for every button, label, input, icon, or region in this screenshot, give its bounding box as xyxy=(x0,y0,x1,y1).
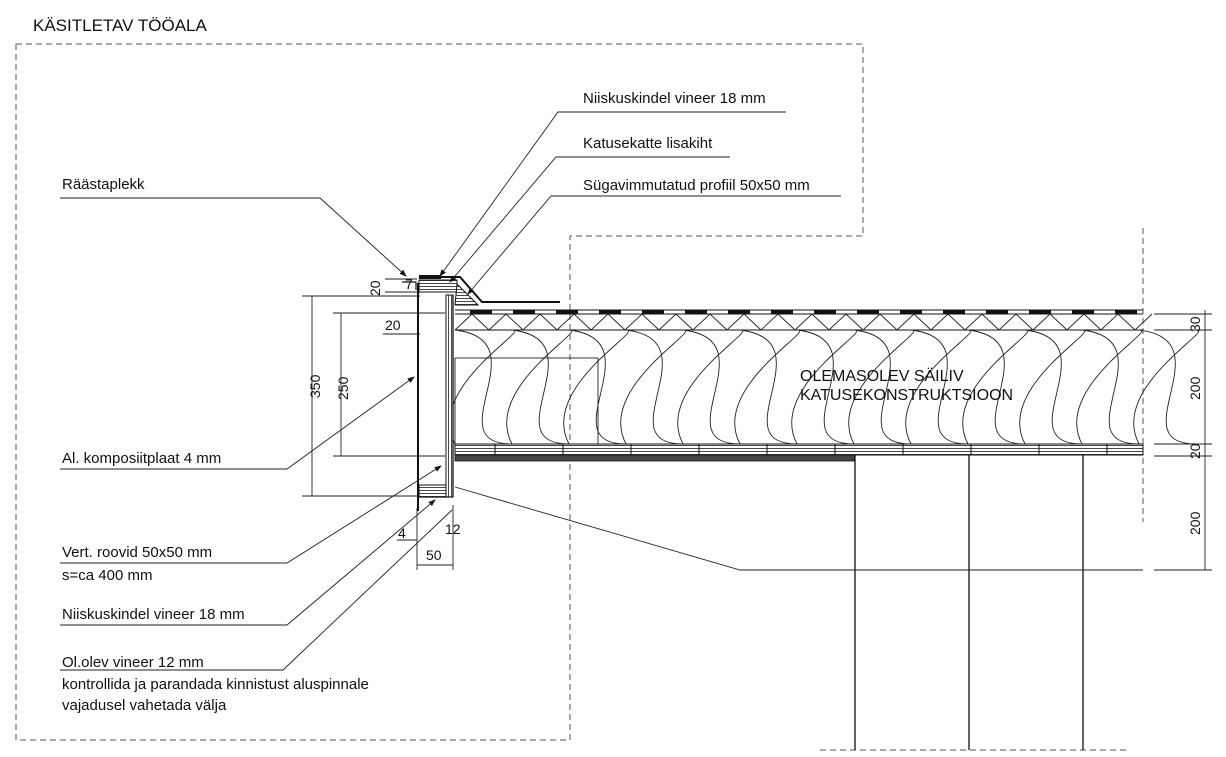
existing-plywood-12mm xyxy=(455,455,855,461)
dimension-20-inner: 20 xyxy=(383,317,420,334)
top-plywood-cap xyxy=(419,280,457,292)
svg-text:20: 20 xyxy=(385,317,401,333)
svg-text:Al. komposiitplaat 4 mm: Al. komposiitplaat 4 mm xyxy=(62,450,221,467)
svg-text:Ol.olev vineer 12 mm: Ol.olev vineer 12 mm xyxy=(62,654,204,671)
svg-text:Niiskuskindel vineer 18 mm: Niiskuskindel vineer 18 mm xyxy=(62,606,245,623)
membrane-dash xyxy=(900,310,922,314)
membrane-dash xyxy=(513,310,535,314)
structure-label-line2: KATUSEKONSTRUKTSIOON xyxy=(800,387,1013,404)
membrane-dash xyxy=(986,310,1008,314)
dimension-20-top: 20 7 xyxy=(367,276,417,296)
work-area-title: KÄSITLETAV TÖÖALA xyxy=(33,16,207,35)
roof-membrane xyxy=(455,310,1143,314)
callout-raastaplekk: Räästaplekk xyxy=(60,176,406,276)
dimension-250: 250 xyxy=(333,313,445,456)
callout-top-2: Katusekatte lisakiht xyxy=(450,135,730,282)
svg-text:250: 250 xyxy=(335,376,351,400)
membrane-dash xyxy=(857,310,879,314)
dimension-350: 350 xyxy=(302,296,420,496)
ceiling-boards xyxy=(455,444,1143,461)
svg-text:Katusekatte lisakiht: Katusekatte lisakiht xyxy=(583,135,713,152)
eave-flashing-cap xyxy=(419,275,441,279)
membrane-dash xyxy=(771,310,793,314)
svg-text:Sügavimmutatud profiil 50x50 m: Sügavimmutatud profiil 50x50 mm xyxy=(583,177,810,194)
membrane-dash xyxy=(556,310,578,314)
top-insulation-layer xyxy=(455,314,1152,330)
membrane-dash xyxy=(470,310,492,314)
membrane-dash xyxy=(943,310,965,314)
svg-text:20: 20 xyxy=(367,280,383,296)
vertical-batten-bottom xyxy=(419,485,446,497)
structure-label-line1: OLEMASOLEV SÄILIV xyxy=(800,367,964,385)
membrane-dash xyxy=(728,310,750,314)
membrane-dash xyxy=(1072,310,1094,314)
leader-existing-plywood xyxy=(455,487,1143,570)
svg-text:50: 50 xyxy=(426,547,442,563)
svg-text:4: 4 xyxy=(398,525,406,541)
callout-plywood-18mm: Niiskuskindel vineer 18 mm xyxy=(60,500,435,625)
callout-vertical-battens: Vert. roovid 50x50 mm s=ca 400 mm xyxy=(60,466,441,584)
svg-text:Räästaplekk: Räästaplekk xyxy=(62,176,145,193)
svg-text:350: 350 xyxy=(307,374,323,398)
membrane-dash xyxy=(1029,310,1051,314)
svg-text:Niiskuskindel vineer 18 mm: Niiskuskindel vineer 18 mm xyxy=(583,90,766,107)
insulation-outline xyxy=(455,358,598,444)
svg-text:200: 200 xyxy=(1187,376,1203,400)
membrane-dash xyxy=(814,310,836,314)
svg-text:kontrollida ja parandada kinni: kontrollida ja parandada kinnistust alus… xyxy=(62,676,369,693)
work-area-boundary xyxy=(16,44,863,740)
dimension-chain-right: 30 200 20 200 xyxy=(1154,310,1212,570)
membrane-dash xyxy=(599,310,621,314)
svg-text:vajadusel vahetada välja: vajadusel vahetada välja xyxy=(62,697,227,714)
composite-panel-4mm xyxy=(417,283,419,511)
dimension-bottom: 4 12 50 xyxy=(397,505,461,570)
plywood-vertical-18mm xyxy=(446,295,453,497)
membrane-dash xyxy=(685,310,707,314)
membrane-dash xyxy=(1115,310,1137,314)
membrane-dash xyxy=(642,310,664,314)
supporting-walls xyxy=(740,455,1143,750)
svg-text:30: 30 xyxy=(1187,316,1203,332)
svg-text:20: 20 xyxy=(1187,443,1203,459)
callout-composite-panel: Al. komposiitplaat 4 mm xyxy=(60,377,414,469)
svg-text:s=ca 400 mm: s=ca 400 mm xyxy=(62,567,152,584)
svg-text:7: 7 xyxy=(405,276,413,292)
svg-text:200: 200 xyxy=(1187,511,1203,535)
svg-text:Vert. roovid 50x50 mm: Vert. roovid 50x50 mm xyxy=(62,544,212,561)
